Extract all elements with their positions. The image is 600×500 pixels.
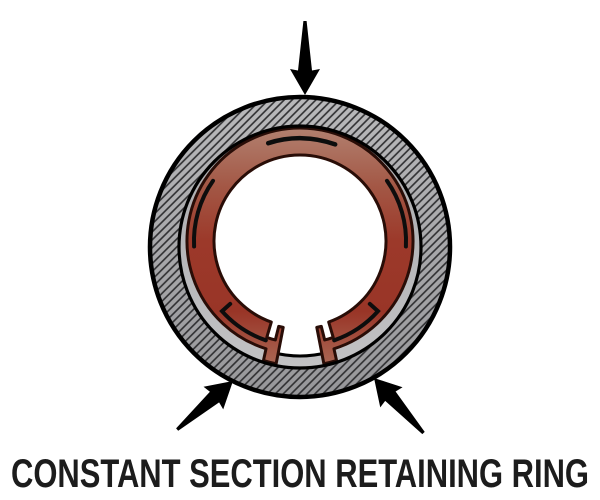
retaining-ring <box>185 126 415 366</box>
housing-inner-edge <box>177 124 423 370</box>
contact-mark-top <box>265 135 338 147</box>
housing-cross-section <box>147 94 453 400</box>
diagram-title: CONSTANT SECTION RETAINING RING <box>11 452 589 496</box>
contact-mark-upper-left <box>191 178 215 249</box>
contact-mark-lower-right <box>332 301 381 343</box>
ring-contact-marks <box>191 135 409 343</box>
contact-mark-upper-right <box>385 178 409 249</box>
housing-outer-edge <box>147 94 453 400</box>
contact-mark-lower-left <box>219 301 268 343</box>
